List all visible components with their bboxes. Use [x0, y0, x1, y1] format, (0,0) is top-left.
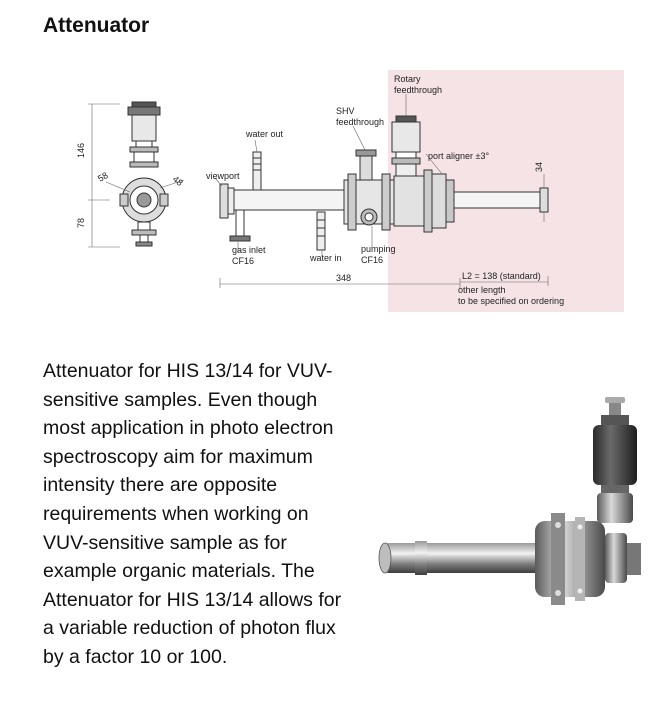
label-water-out: water out [245, 129, 284, 139]
dim-48: 48 [171, 174, 185, 188]
dim-34: 34 [534, 162, 544, 172]
label-rotary-feedthrough-2: feedthrough [394, 85, 442, 95]
label-gas-inlet-2: CF16 [232, 256, 254, 266]
label-port-aligner: port aligner ±3° [428, 151, 489, 161]
label-shv-feedthrough-1: SHV [336, 106, 355, 116]
label-pumping-1: pumping [361, 244, 396, 254]
page-title: Attenuator [43, 14, 150, 37]
dim-58: 58 [96, 170, 110, 184]
side-view [219, 115, 549, 251]
label-water-in: water in [309, 253, 342, 263]
label-l2-other-length: other length [458, 285, 506, 295]
label-l2-ordering: to be specified on ordering [458, 296, 564, 306]
label-pumping-2: CF16 [361, 255, 383, 265]
label-rotary-feedthrough-1: Rotary [394, 74, 421, 84]
dim-78: 78 [76, 218, 86, 228]
label-l2-standard: L2 = 138 (standard) [462, 271, 541, 281]
dim-146: 146 [76, 143, 86, 158]
label-shv-feedthrough-2: feedthrough [336, 117, 384, 127]
dim-348: 348 [336, 273, 351, 283]
front-view [119, 101, 169, 247]
label-viewport: viewport [206, 171, 240, 181]
label-gas-inlet-1: gas inlet [232, 245, 266, 255]
technical-drawing: 146 78 58 48 [76, 70, 624, 312]
description-text: Attenuator for HIS 13/14 for VUV-sensiti… [43, 360, 342, 668]
product-photo [378, 397, 641, 605]
